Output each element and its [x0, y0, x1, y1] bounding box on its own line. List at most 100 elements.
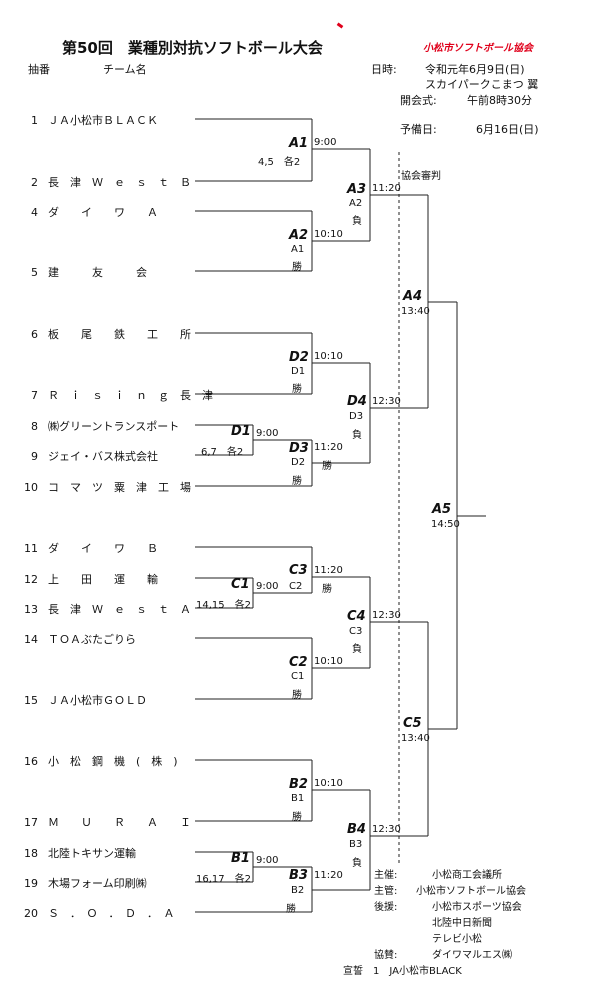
match-ref-b4: B3	[349, 839, 363, 850]
match-id-d1: D1	[231, 424, 251, 439]
match-result-b4: 負	[352, 858, 362, 869]
match-ref-c2: C1	[291, 671, 305, 682]
match-time-d4: 12:30	[372, 396, 401, 407]
opening-value: 午前8時30分	[467, 94, 532, 107]
support-item: 小松市スポーツ協会	[432, 902, 522, 913]
manager: 小松市ソフトボール協会	[416, 886, 526, 897]
match-id-a1: A1	[289, 136, 309, 151]
match-result-d4: 負	[352, 430, 362, 441]
match-time-c2: 10:10	[314, 656, 343, 667]
match-id-c4: C4	[347, 609, 366, 624]
match-id-b3: B3	[289, 868, 308, 883]
match-ref-d3: D2	[291, 457, 306, 468]
match-id-d3: D3	[289, 441, 309, 456]
match-result-d3: 勝	[292, 476, 302, 487]
referee-note: 協会審判	[401, 171, 441, 182]
match-time-c4: 12:30	[372, 610, 401, 621]
match-time-a3: 11:20	[372, 183, 401, 194]
match-id-c1: C1	[231, 577, 250, 592]
match-time-d3: 11:20	[314, 442, 343, 453]
match-id-b4: B4	[347, 822, 366, 837]
match-ref-a2: A1	[291, 244, 305, 255]
match-time-b3: 11:20	[314, 870, 343, 881]
manager-label: 主管:	[374, 886, 398, 897]
match-time-b2: 10:10	[314, 778, 343, 789]
match-id-b2: B2	[289, 777, 308, 792]
match-result-a2: 勝	[292, 262, 302, 273]
opening-label: 開会式:	[400, 94, 437, 107]
organizer: 小松商工会議所	[432, 870, 502, 881]
match-ref-c1: C2	[289, 581, 303, 592]
match-ref-d4: D3	[349, 411, 364, 422]
match-result-c3: 勝	[322, 584, 332, 595]
match-ref-b3: B2	[291, 885, 305, 896]
match-id-b1: B1	[231, 851, 250, 866]
sponsor-label: 協賛:	[374, 950, 398, 961]
match-time-c5: 13:40	[401, 733, 430, 744]
organizer-label: 主催:	[374, 870, 398, 881]
column-header-number: 抽番	[28, 63, 50, 76]
match-ref-d2: D1	[291, 366, 306, 377]
support-item: 北陸中日新聞	[432, 918, 492, 929]
match-id-c5: C5	[403, 716, 422, 731]
match-time-a2: 10:10	[314, 229, 343, 240]
match-id-c2: C2	[289, 655, 308, 670]
match-time-a1: 9:00	[314, 137, 337, 148]
reserve-label: 予備日:	[400, 123, 437, 136]
match-id-d4: D4	[347, 394, 367, 409]
date-value: 令和元年6月9日(日)	[425, 63, 525, 76]
match-result-c2: 勝	[292, 690, 302, 701]
match-time-c1: 9:00	[256, 581, 279, 592]
date-label: 日時:	[371, 63, 397, 76]
match-result-b3: 勝	[286, 904, 296, 915]
support-item: テレビ小松	[432, 934, 482, 945]
page-title: 第50回 業種別対抗ソフトボール大会	[62, 39, 323, 57]
match-id-a2: A2	[289, 228, 309, 243]
reserve-value: 6月16日(日)	[476, 123, 539, 136]
match-note-d1: 6,7 各2	[201, 447, 244, 458]
match-time-b4: 12:30	[372, 824, 401, 835]
match-note-b1: 16,17 各2	[196, 874, 251, 885]
venue: スカイパークこまつ 翼	[425, 78, 539, 91]
match-ref-b2: B1	[291, 793, 305, 804]
match-ref-a3: A2	[349, 198, 363, 209]
association-logo-text: 小松市ソフトボール協会	[423, 43, 533, 54]
match-time-b1: 9:00	[256, 855, 279, 866]
match-time-d1: 9:00	[256, 428, 279, 439]
match-time-c3: 11:20	[314, 565, 343, 576]
match-id-c3: C3	[289, 563, 308, 578]
match-result-d3-right: 勝	[322, 461, 332, 472]
column-header-team: チーム名	[103, 63, 147, 76]
match-note-a1: 4,5 各2	[258, 157, 301, 168]
match-ref-c4: C3	[349, 626, 363, 637]
support-label: 後援:	[374, 902, 398, 913]
oath: 宣誓 1 JA小松市BLACK	[343, 966, 462, 977]
team-row: 8㈱グリーントランスポート	[31, 420, 180, 433]
match-id-a4: A4	[403, 289, 423, 304]
match-time-d2: 10:10	[314, 351, 343, 362]
sponsor: ダイワマルエス㈱	[432, 950, 512, 961]
match-note-c1: 14,15 各2	[196, 600, 251, 611]
match-result-b2: 勝	[292, 812, 302, 823]
match-id-a3: A3	[347, 182, 367, 197]
match-result-c4: 負	[352, 644, 362, 655]
match-result-d2: 勝	[292, 384, 302, 395]
